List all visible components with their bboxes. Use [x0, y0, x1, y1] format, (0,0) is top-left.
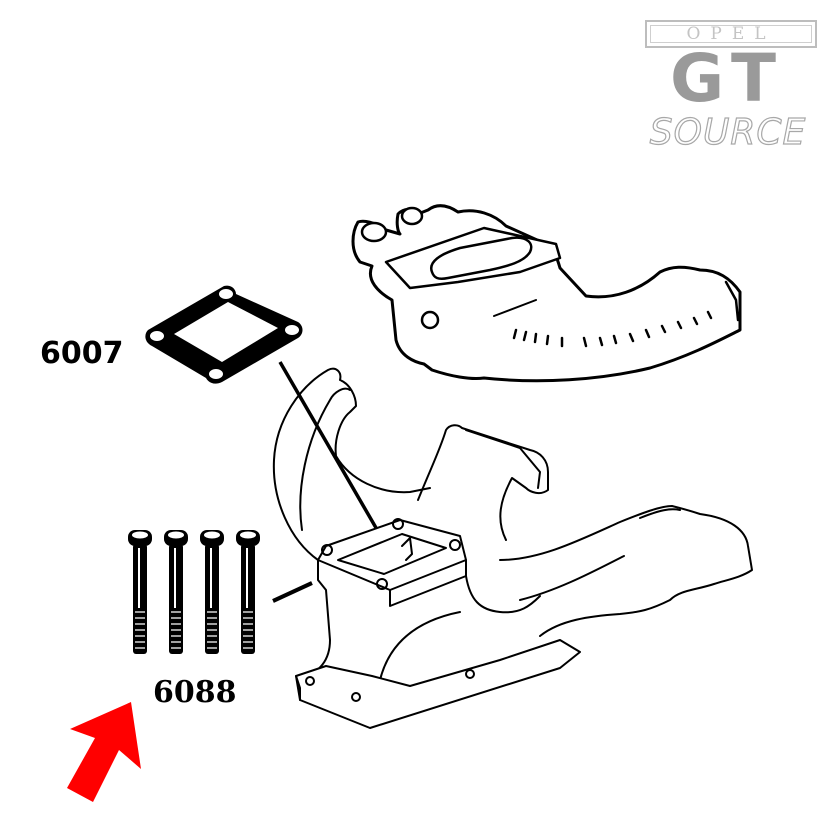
bolt-icon — [236, 530, 260, 654]
bolt-icon — [128, 530, 152, 654]
bolt-icon — [164, 530, 188, 654]
upper-manifold-icon — [351, 204, 742, 383]
gasket-6007-icon — [145, 285, 303, 384]
logo-source-text: SOURCE — [649, 112, 807, 153]
part-number-6088: 6088 — [153, 675, 237, 710]
logo-opel-text: OPEL — [650, 24, 812, 44]
leader-line-6088 — [272, 581, 313, 603]
bolts-6088-icon — [128, 530, 260, 654]
part-number-6007: 6007 — [40, 336, 124, 371]
logo-opel-box: OPEL — [645, 20, 817, 48]
leader-line-6007 — [278, 361, 392, 553]
logo-gt-text: GT — [669, 40, 785, 117]
bolt-icon — [200, 530, 224, 654]
lower-manifold-icon — [272, 367, 753, 729]
red-arrow-icon — [67, 702, 141, 802]
